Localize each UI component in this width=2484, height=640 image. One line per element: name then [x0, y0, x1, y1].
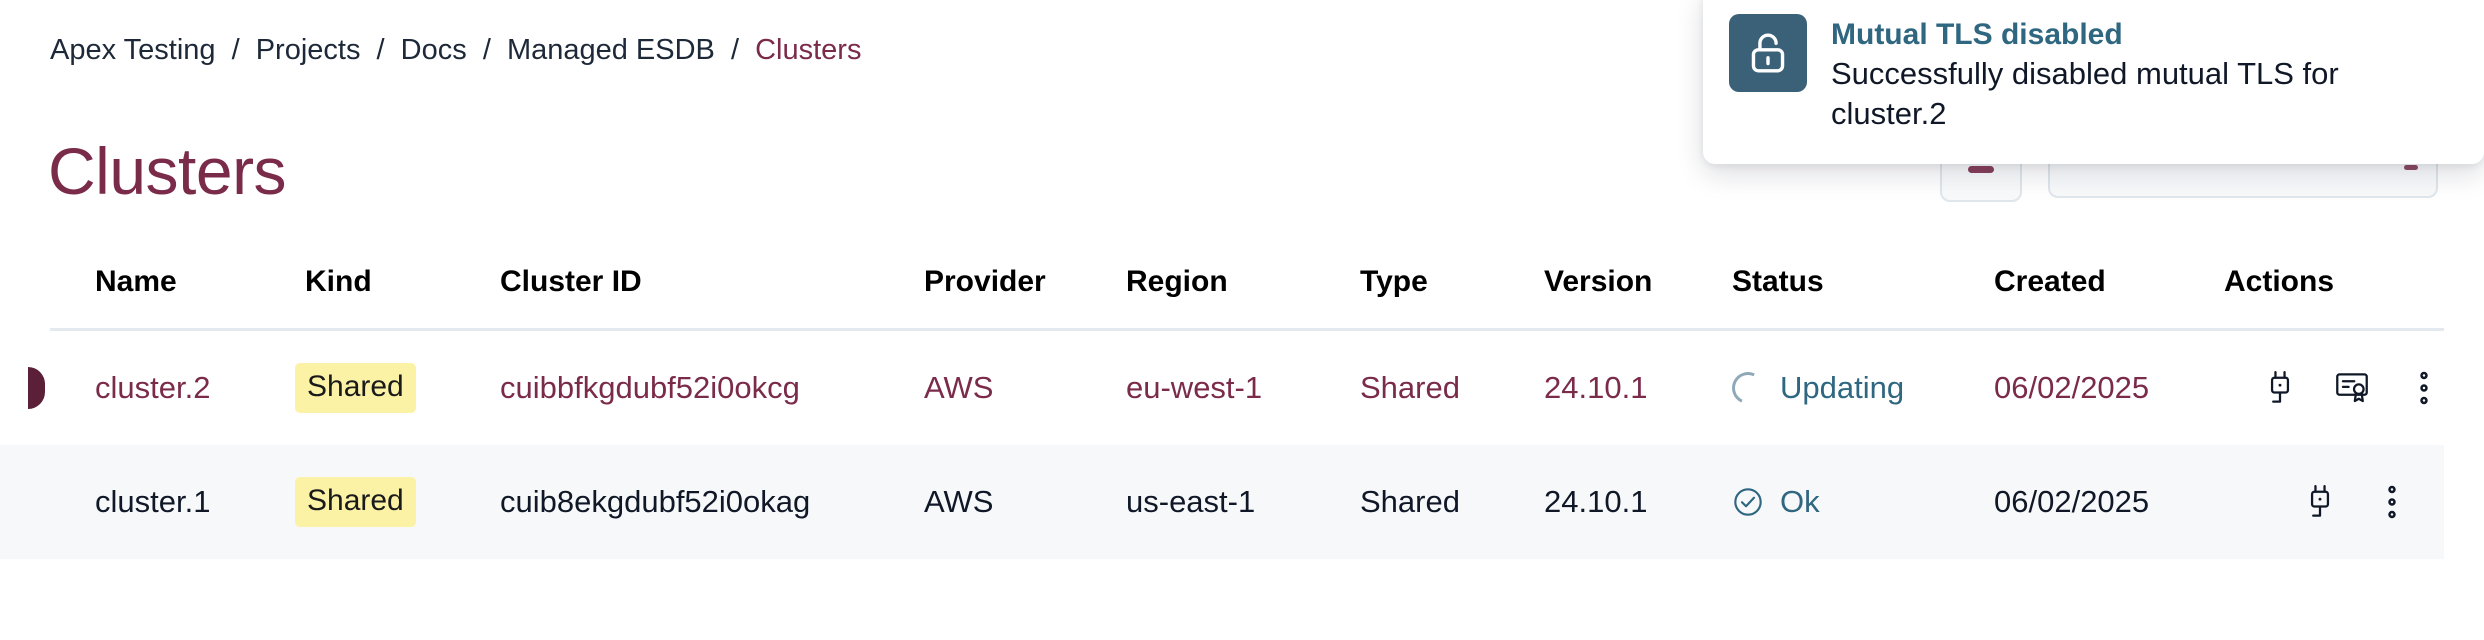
kind-badge: Shared — [295, 477, 416, 527]
breadcrumb-item-managed-esdb[interactable]: Managed ESDB — [506, 34, 715, 66]
plug-icon[interactable] — [2302, 483, 2338, 521]
breadcrumb-item-apex-testing[interactable]: Apex Testing — [50, 34, 216, 66]
cell-provider: AWS — [924, 370, 994, 405]
cell-region: us-east-1 — [1126, 484, 1256, 519]
cell-actions — [2302, 483, 2410, 521]
breadcrumb-separator: / — [376, 34, 385, 66]
cell-name[interactable]: cluster.2 — [95, 370, 211, 405]
column-header-version[interactable]: Version — [1544, 265, 1653, 298]
breadcrumb-item-docs[interactable]: Docs — [400, 34, 467, 66]
status-label: Updating — [1780, 370, 1905, 405]
column-header-cluster-id[interactable]: Cluster ID — [500, 265, 642, 298]
page-title: Clusters — [48, 134, 287, 209]
column-header-provider[interactable]: Provider — [924, 265, 1046, 298]
cell-status: Ok — [1732, 484, 1820, 520]
cell-type: Shared — [1360, 370, 1460, 405]
cell-kind: Shared — [295, 363, 416, 413]
more-vertical-icon[interactable] — [2406, 369, 2442, 407]
plug-icon[interactable] — [2262, 369, 2298, 407]
breadcrumb-separator: / — [482, 34, 491, 66]
breadcrumb-item-clusters[interactable]: Clusters — [755, 34, 862, 66]
table-row[interactable]: cluster.1 Shared cuib8ekgdubf52i0okag AW… — [0, 445, 2444, 559]
cell-type: Shared — [1360, 484, 1460, 519]
column-header-created[interactable]: Created — [1994, 265, 2106, 298]
clusters-table: Name Kind Cluster ID Provider Region Typ… — [0, 243, 2484, 559]
cell-version: 24.10.1 — [1544, 484, 1648, 519]
toast-title: Mutual TLS disabled — [1831, 18, 2123, 51]
cell-region: eu-west-1 — [1126, 370, 1263, 405]
certificate-icon[interactable] — [2334, 369, 2370, 407]
cell-cluster-id[interactable]: cuibbfkgdubf52i0okcg — [500, 370, 800, 405]
table-row[interactable]: cluster.2 Shared cuibbfkgdubf52i0okcg AW… — [0, 331, 2484, 445]
cell-actions — [2262, 369, 2442, 407]
toast-notification[interactable]: Mutual TLS disabled Successfully disable… — [1703, 0, 2484, 164]
breadcrumb: Apex Testing / Projects / Docs / Managed… — [50, 33, 861, 67]
breadcrumb-item-projects[interactable]: Projects — [255, 34, 361, 66]
toast-message: Successfully disabled mutual TLS for clu… — [1831, 56, 2339, 131]
column-header-type[interactable]: Type — [1360, 265, 1428, 298]
column-header-name[interactable]: Name — [95, 265, 177, 298]
breadcrumb-separator: / — [730, 34, 740, 66]
row-active-indicator — [28, 367, 45, 409]
check-circle-icon — [1732, 486, 1764, 518]
refresh-icon — [1968, 165, 1994, 173]
status-label: Ok — [1780, 484, 1820, 519]
cell-created: 06/02/2025 — [1994, 370, 2150, 405]
cell-kind: Shared — [295, 477, 416, 527]
search-icon — [2404, 164, 2418, 170]
spinner-icon — [1727, 367, 1769, 409]
cell-provider: AWS — [924, 484, 994, 519]
kind-badge: Shared — [295, 363, 416, 413]
column-header-region[interactable]: Region — [1126, 265, 1228, 298]
cell-name[interactable]: cluster.1 — [95, 484, 211, 519]
cell-created: 06/02/2025 — [1994, 484, 2150, 519]
unlock-icon — [1729, 14, 1807, 92]
column-header-kind[interactable]: Kind — [305, 265, 372, 298]
column-header-actions: Actions — [2224, 265, 2335, 298]
column-header-status[interactable]: Status — [1732, 265, 1824, 298]
toast-body: Mutual TLS disabled Successfully disable… — [1831, 14, 2431, 134]
more-vertical-icon[interactable] — [2374, 483, 2410, 521]
cell-version: 24.10.1 — [1544, 370, 1648, 405]
table-header-row: Name Kind Cluster ID Provider Region Typ… — [50, 243, 2444, 331]
cell-status: Updating — [1727, 367, 1905, 409]
breadcrumb-separator: / — [231, 34, 240, 66]
cell-cluster-id[interactable]: cuib8ekgdubf52i0okag — [500, 484, 811, 519]
